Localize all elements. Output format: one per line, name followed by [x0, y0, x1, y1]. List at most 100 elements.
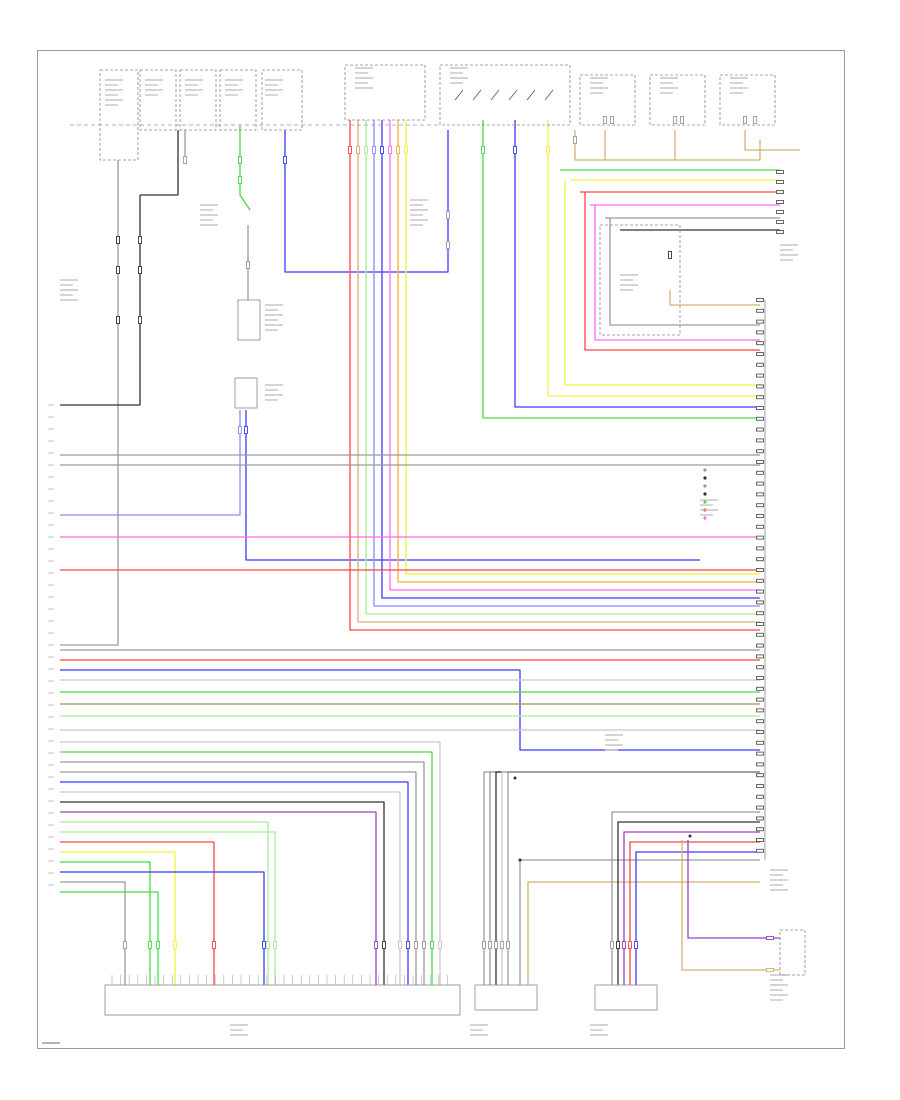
connector-pin	[238, 426, 242, 434]
ecm-pin	[756, 654, 764, 659]
wire-pink-junction	[594, 205, 760, 341]
ecm-pin	[756, 589, 764, 594]
component-layer	[60, 64, 806, 1036]
junction-pin	[776, 170, 784, 174]
legend-dot	[703, 492, 707, 496]
connector-pin	[138, 316, 142, 324]
transmission-switch-contact	[454, 89, 464, 101]
connector-pin	[743, 116, 747, 124]
wire-tcm-9	[60, 831, 276, 985]
connector-pin	[573, 136, 577, 144]
ecm-pin	[756, 622, 764, 626]
connector-pin-tcm	[262, 941, 266, 949]
connector-pin	[610, 116, 614, 124]
wire-tan-bus	[574, 130, 761, 161]
wire-tan-meter	[527, 881, 760, 985]
ecm-pin	[756, 643, 764, 648]
wire-tan-right	[744, 130, 800, 151]
ecm-pin	[756, 773, 764, 778]
transmission-switch-contact	[472, 89, 482, 101]
diagram-frame	[37, 50, 845, 1049]
wire-tcm-8	[60, 821, 269, 985]
engine-room-right-3	[649, 74, 706, 126]
connector-pin-meter	[610, 941, 614, 949]
wire-tcm-6	[60, 801, 385, 985]
wire-meter1-3	[501, 771, 760, 985]
ecm-pin	[756, 578, 764, 583]
ecm-pin	[756, 816, 764, 821]
ecm-pin	[756, 438, 764, 443]
ecm-pin	[756, 838, 764, 842]
ecm-pin	[756, 460, 764, 464]
junction-pin	[776, 230, 784, 234]
connector-pin-meter	[616, 941, 620, 949]
junction-pin	[776, 180, 784, 184]
connector-pin	[446, 211, 450, 219]
connector-pin	[138, 236, 142, 244]
ecm-pin	[756, 449, 764, 454]
connector-pin	[766, 936, 774, 940]
ecm-pin	[756, 751, 764, 756]
wire-bundle-0	[349, 120, 760, 631]
connector-pin-bundle	[396, 146, 400, 154]
ecm-pin	[756, 503, 764, 508]
wire-layer	[60, 120, 800, 985]
wire-meter2-2	[623, 831, 760, 985]
ecm-pin	[756, 568, 764, 572]
connector-pin	[603, 116, 607, 124]
wire-violet-lower	[687, 840, 780, 939]
connector-pin-tcm	[374, 941, 378, 949]
connector-pin	[766, 968, 774, 972]
fuse-block-1	[99, 69, 139, 161]
ecm-pin	[756, 546, 764, 551]
ecm-pin	[756, 730, 764, 734]
ecm-pin	[756, 373, 764, 378]
ecm-pin	[756, 492, 764, 497]
connector-pin-bundle	[404, 146, 408, 154]
ecm-pin	[756, 719, 764, 724]
connector-pin	[116, 236, 120, 244]
connector-pin	[668, 251, 672, 259]
wire-tcm-3	[60, 771, 417, 985]
connector-pin-tcm	[173, 941, 177, 949]
connector-pin	[283, 156, 287, 164]
wire-meter2-0	[611, 811, 760, 985]
wire-tan-junction	[669, 290, 760, 306]
ecm-pin	[756, 708, 764, 713]
connector-pin-tcm	[212, 941, 216, 949]
wire-tcm-13	[60, 871, 265, 985]
ecm-pin	[756, 740, 764, 745]
ecm-pin	[756, 611, 764, 616]
transmission-control-module	[104, 984, 461, 1016]
wire-green-right	[482, 120, 760, 419]
wire-tcm-1	[60, 751, 433, 985]
engine-room-right-1	[439, 64, 571, 126]
wire-black-fuse	[140, 130, 179, 196]
ecm-pin	[756, 557, 764, 562]
ecm-pin	[756, 362, 764, 367]
ecm-pin	[756, 686, 764, 691]
wire-tcm-2	[60, 761, 425, 985]
wire-blue-bus	[60, 669, 760, 751]
ecm-pin	[756, 514, 764, 518]
wire-bundle-6	[397, 120, 760, 583]
wire-bundle-2	[365, 120, 760, 615]
connector-pin-meter	[488, 941, 492, 949]
connector-pin-tcm	[273, 941, 277, 949]
wire-bundle-1	[357, 120, 760, 623]
transmission-control-switch	[344, 64, 426, 121]
connector-pin-meter	[622, 941, 626, 949]
legend-dot	[703, 484, 707, 488]
connector-pin	[546, 146, 550, 154]
combination-meter-1	[474, 984, 538, 1011]
wire-gray-junction	[609, 218, 760, 326]
ecm-pin	[756, 794, 764, 799]
wire-yellow-right	[547, 120, 760, 397]
ecm-pin	[756, 352, 764, 356]
ecm-pin	[756, 384, 764, 389]
legend-dot	[703, 468, 707, 472]
junction-pin	[776, 210, 784, 214]
connector-pin	[446, 241, 450, 249]
transmission-switch-contact	[544, 89, 554, 101]
connector-pin-bundle	[380, 146, 384, 154]
